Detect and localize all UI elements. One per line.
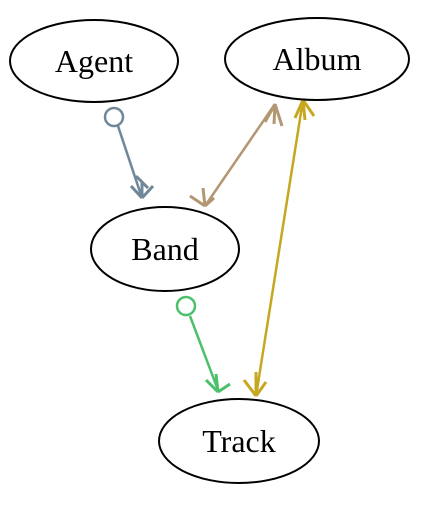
- node-agent-label: Agent: [55, 43, 133, 79]
- node-band-label: Band: [131, 231, 199, 267]
- edge-album-band-head-crow: [189, 187, 215, 208]
- edge-album-track-line: [254, 99, 305, 397]
- node-track-shape: [158, 398, 320, 484]
- edge-agent-band: [103, 106, 155, 200]
- edge-band-track-line: [188, 315, 220, 391]
- edge-album-band-line: [203, 103, 277, 207]
- edges: [103, 99, 316, 397]
- nodes: Agent Album Band Track: [9, 17, 410, 484]
- edge-album-track-tail-crow: [293, 99, 316, 121]
- edge-album-track: [242, 99, 316, 397]
- edge-album-track-head-crow: [242, 372, 268, 397]
- edge-agent-band-tail-circle: [103, 106, 125, 128]
- node-agent[interactable]: Agent: [9, 19, 179, 103]
- node-track[interactable]: Track: [158, 398, 320, 484]
- node-track-label: Track: [202, 423, 275, 459]
- edge-agent-band-line: [116, 125, 144, 199]
- node-album-shape: [224, 17, 410, 101]
- edge-band-track: [175, 295, 231, 394]
- node-agent-shape: [9, 19, 179, 103]
- edge-album-band-tail-crow: [263, 103, 284, 127]
- edge-album-band: [189, 103, 284, 208]
- node-album[interactable]: Album: [224, 17, 410, 101]
- edge-band-track-tail-circle: [175, 295, 197, 317]
- node-album-label: Album: [273, 41, 362, 77]
- edge-agent-band-head-crow: [129, 174, 155, 200]
- node-band-shape: [90, 206, 240, 292]
- node-band[interactable]: Band: [90, 206, 240, 292]
- edge-band-track-head-crow: [204, 373, 231, 394]
